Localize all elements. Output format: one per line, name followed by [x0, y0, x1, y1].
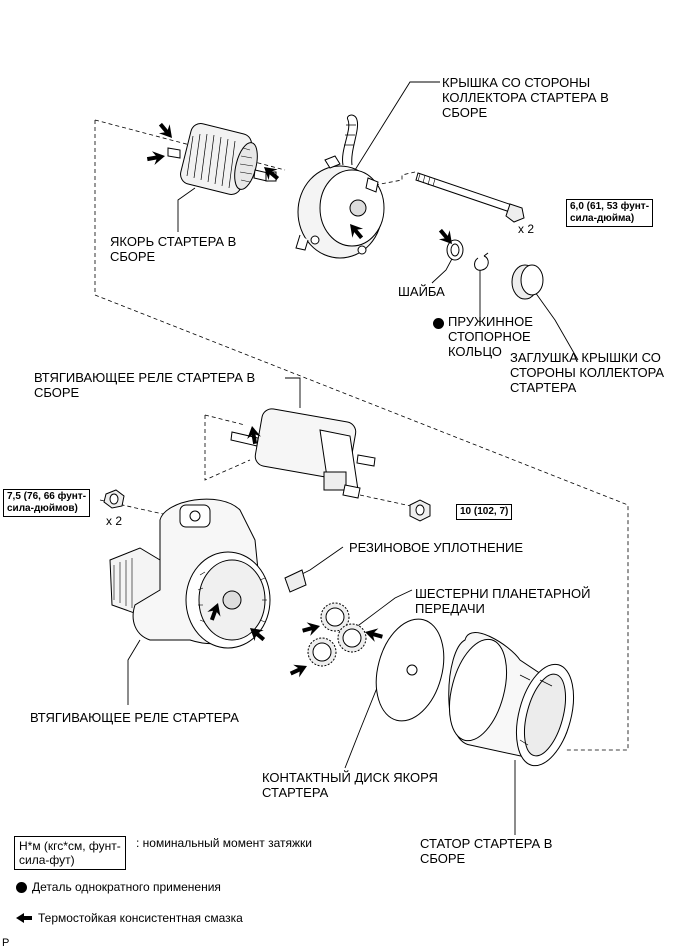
armature-assembly	[167, 123, 277, 195]
commutator-end-cover	[295, 114, 385, 259]
torque-bolt: 6,0 (61, 53 фунт-сила-дюйма)	[566, 199, 654, 227]
legend-non-reusable-icon	[16, 882, 27, 893]
legend-torque-description: : номинальный момент затяжки	[136, 836, 312, 850]
planetary-gears	[307, 602, 367, 667]
drive-housing	[109, 498, 271, 649]
solenoid-assembly-part	[230, 408, 376, 499]
torque-terminal-nut: 10 (102, 7)	[456, 504, 513, 520]
terminal-nut	[409, 499, 431, 522]
small-nut	[103, 489, 125, 509]
legend-torque-box: Н*м (кгс*см, фунт-сила-фут)	[14, 836, 126, 870]
stator	[448, 632, 574, 767]
label-solenoid: ВТЯГИВАЮЩЕЕ РЕЛЕ СТАРТЕРА	[30, 710, 239, 725]
non-reusable-marker	[433, 318, 444, 329]
torque-small-nut: 7,5 (76, 66 фунт-сила-дюймов)	[3, 489, 91, 517]
corner-mark: P	[2, 937, 10, 949]
legend-non-reusable: Деталь однократного применения	[32, 880, 221, 894]
contact-disc	[375, 618, 445, 722]
washer	[446, 239, 464, 261]
legend-grease-icon	[16, 913, 32, 923]
rubber-seal	[284, 569, 307, 593]
small-nut-quantity: x 2	[106, 514, 123, 528]
cover-plug	[511, 264, 544, 300]
label-rubber-seal: РЕЗИНОВОЕ УПЛОТНЕНИЕ	[349, 540, 524, 555]
label-washer: ШАЙБА	[398, 284, 445, 299]
snap-ring	[474, 252, 489, 271]
legend-grease: Термостойкая консистентная смазка	[38, 911, 243, 925]
through-bolt	[415, 172, 525, 223]
bolt-quantity: x 2	[518, 222, 535, 236]
